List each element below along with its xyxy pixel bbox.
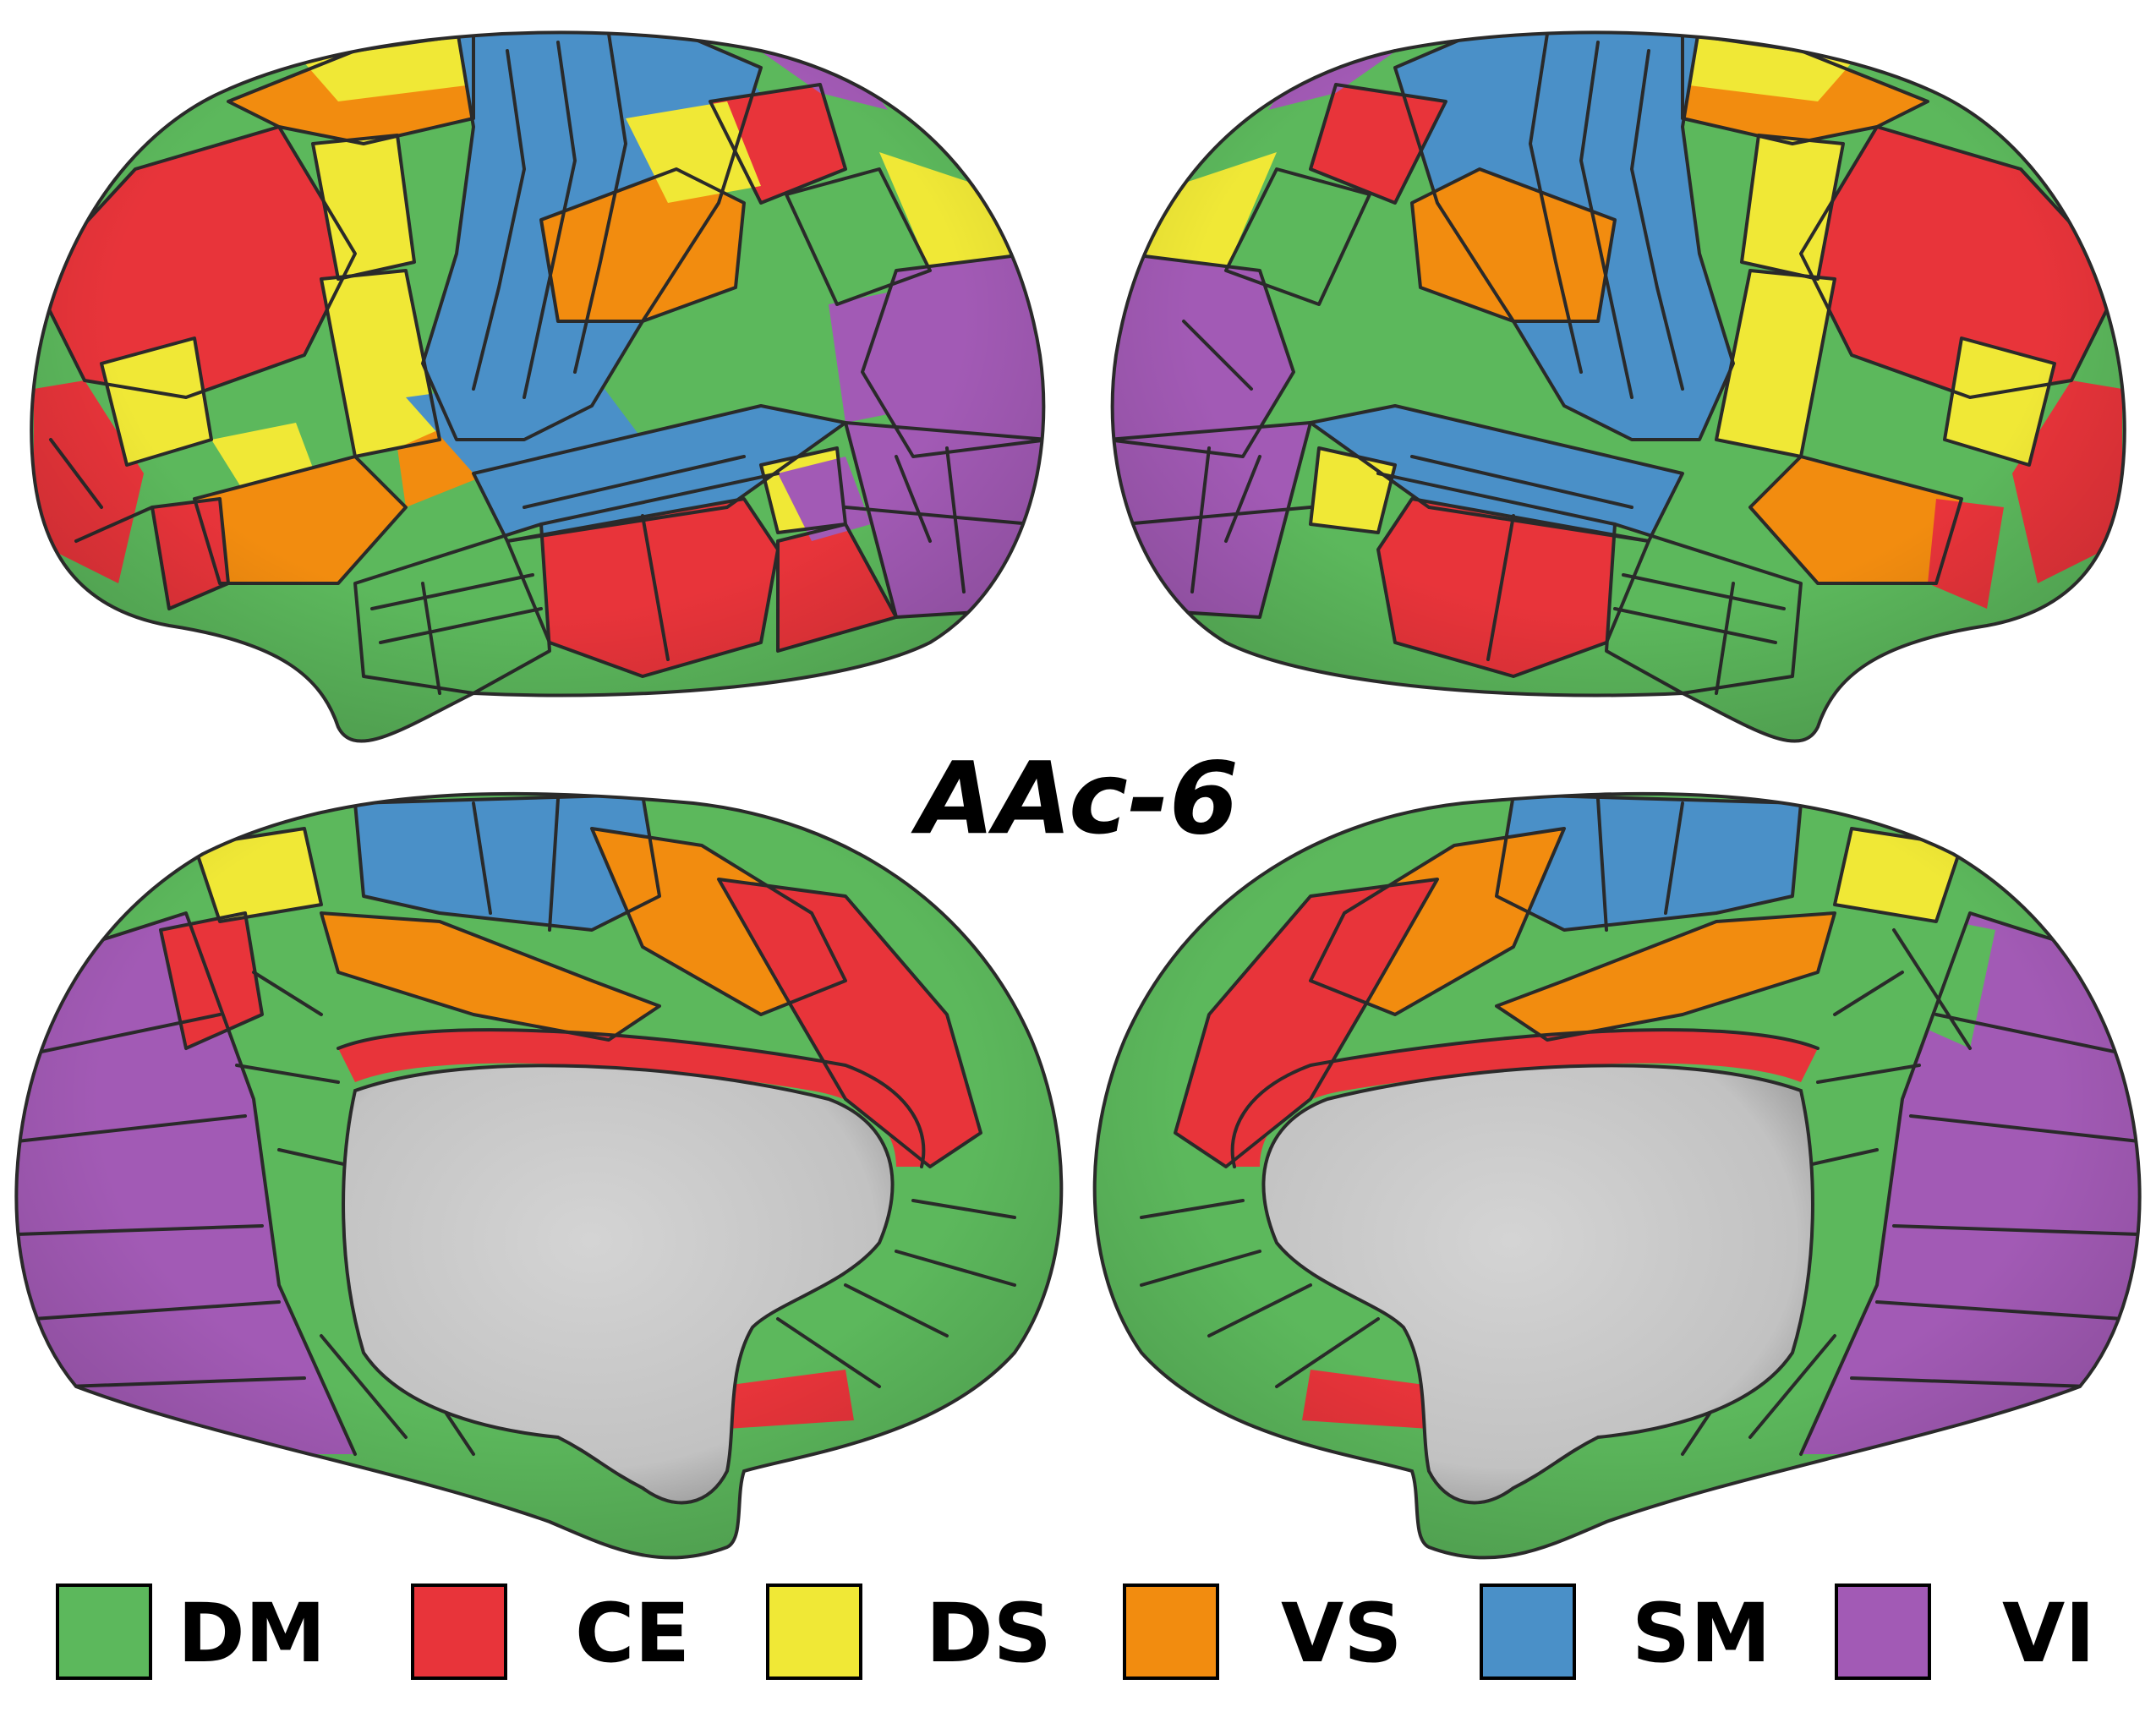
legend-item-dm: DM bbox=[56, 1584, 326, 1681]
legend-swatch-ds bbox=[766, 1584, 862, 1680]
legend-label-dm: DM bbox=[178, 1586, 326, 1681]
legend-item-vi: VI bbox=[1835, 1584, 2095, 1681]
legend-swatch-vi bbox=[1835, 1584, 1931, 1680]
right-medial-wall bbox=[1261, 1064, 1814, 1505]
legend-swatch-ce bbox=[411, 1584, 507, 1680]
legend-item-ce: CE bbox=[411, 1584, 690, 1681]
left-medial-wall bbox=[342, 1064, 895, 1505]
legend-swatch-vs bbox=[1123, 1584, 1219, 1680]
legend-item-ds: DS bbox=[766, 1584, 1052, 1681]
legend-label-sm: SM bbox=[1632, 1586, 1771, 1681]
legend-swatch-sm bbox=[1480, 1584, 1576, 1680]
legend-label-vi: VI bbox=[2002, 1586, 2095, 1681]
right-medial-hemisphere bbox=[1092, 791, 2142, 1560]
right-lateral-hemisphere bbox=[1110, 30, 2126, 743]
left-medial-hemisphere bbox=[14, 791, 1064, 1560]
figure-title: AAc-6 bbox=[911, 740, 1239, 856]
legend: DM CE DS VS SM VI bbox=[56, 1584, 2095, 1681]
left-lateral-hemisphere bbox=[30, 30, 1046, 743]
legend-label-ce: CE bbox=[575, 1586, 690, 1681]
legend-swatch-dm bbox=[56, 1584, 152, 1680]
legend-label-vs: VS bbox=[1281, 1586, 1402, 1681]
legend-item-vs: VS bbox=[1123, 1584, 1402, 1681]
legend-label-ds: DS bbox=[926, 1586, 1052, 1681]
legend-item-sm: SM bbox=[1480, 1584, 1771, 1681]
